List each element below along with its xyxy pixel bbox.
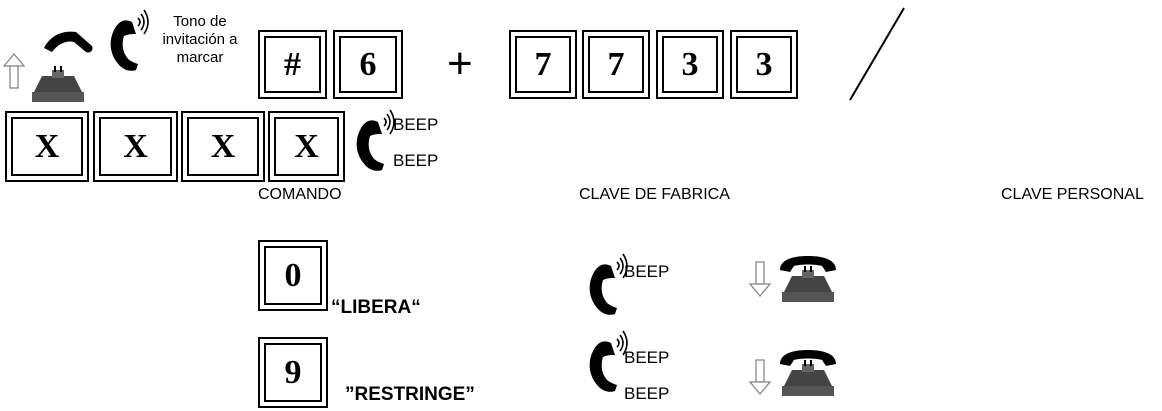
factory-key-1: 7 xyxy=(509,30,577,99)
personal-key-4: X xyxy=(268,111,345,182)
personal-code-label: CLAVE PERSONAL xyxy=(1001,186,1144,203)
beep-text: BEEP xyxy=(624,262,670,281)
personal-key-2: X xyxy=(93,111,178,182)
factory-key-4: 3 xyxy=(730,30,798,99)
factory-code-label: CLAVE DE FABRICA xyxy=(579,186,730,203)
option-key-0: 0 xyxy=(258,240,328,311)
arrow-down-icon xyxy=(749,261,771,297)
factory-key-2: 7 xyxy=(582,30,650,99)
key-6: 6 xyxy=(333,30,403,99)
option-label-restringe: ”RESTRINGE” xyxy=(345,384,475,405)
beep-text: BEEP xyxy=(393,151,439,170)
handset-on-base-icon xyxy=(780,256,836,302)
key-hash: # xyxy=(258,30,327,99)
handset-on-base-icon xyxy=(780,350,836,396)
dial-tone-text: Tono de invitación a marcar xyxy=(162,13,238,66)
option-label-libera: “LIBERA“ xyxy=(331,297,421,318)
beep-text: BEEP xyxy=(624,384,670,403)
option-key-9: 9 xyxy=(258,337,328,408)
command-label: COMANDO xyxy=(258,186,342,203)
personal-key-1: X xyxy=(5,111,89,182)
phone-base-icon xyxy=(32,66,84,102)
slash-separator xyxy=(849,7,905,101)
lifted-handset-icon xyxy=(44,31,93,53)
plus-sign: + xyxy=(447,39,473,88)
arrow-up-icon xyxy=(2,52,26,89)
beep-text: BEEP xyxy=(393,115,439,134)
beep-text: BEEP xyxy=(624,348,670,367)
personal-key-3: X xyxy=(181,111,265,182)
factory-key-3: 3 xyxy=(656,30,724,99)
arrow-down-icon xyxy=(749,359,771,395)
